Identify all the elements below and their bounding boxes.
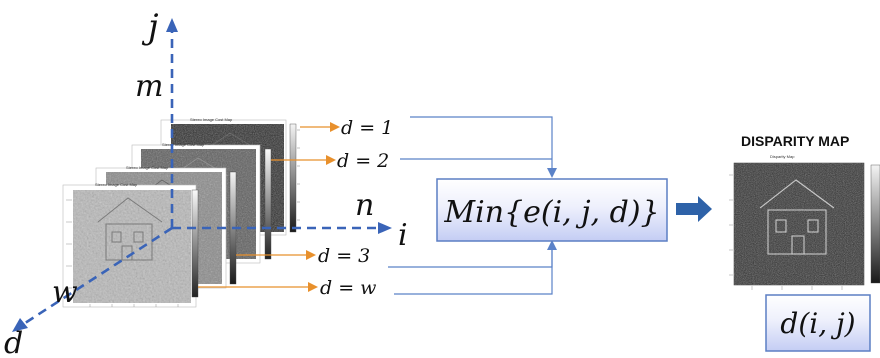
- disparity-label-w: d = w: [320, 277, 376, 299]
- disparity-label-3: d = 3: [318, 245, 370, 267]
- flow-arrow: [676, 196, 712, 222]
- disparity-arrows: [198, 122, 340, 292]
- cost-layer-dw: Stereo Image Cost Map: [62, 182, 199, 308]
- disparity-label-1: d = 1: [341, 117, 393, 139]
- disparity-map-title: DISPARITY MAP: [741, 133, 849, 149]
- cost-volume-stack: Stereo Image Cost Map Stereo Image Cost …: [62, 117, 300, 308]
- d-axis-arrowhead: [12, 318, 28, 332]
- layer-title: Stereo Image Cost Map: [190, 117, 233, 122]
- disparity-label-2: d = 2: [337, 150, 389, 172]
- axis-label-j: j: [141, 7, 159, 47]
- disparity-map: DISPARITY MAP Disparity Map: [718, 133, 880, 302]
- connector-arrowheads: [547, 168, 557, 250]
- disparity-output-box: d(i, j): [765, 294, 871, 352]
- axis-label-w: w: [52, 275, 78, 310]
- minimizer-box: Min{e(i, j, d)}: [436, 178, 668, 242]
- disparity-map-image-title: Disparity Map: [770, 154, 795, 159]
- layer-title: Stereo Image Cost Map: [95, 182, 138, 187]
- axis-label-n: n: [355, 188, 374, 223]
- axis-label-i: i: [398, 218, 408, 253]
- j-axis-arrowhead: [166, 18, 178, 32]
- coordinate-axes: [12, 18, 392, 332]
- minimizer-expression: Min{e(i, j, d)}: [443, 195, 659, 230]
- axis-label-d: d: [4, 326, 23, 358]
- layer-title: Stereo Image Cost Map: [126, 165, 169, 170]
- connector-lines: [388, 116, 553, 295]
- i-axis-arrowhead: [378, 222, 392, 234]
- axis-label-m: m: [135, 69, 163, 104]
- disparity-output-expression: d(i, j): [780, 307, 855, 340]
- layer-title: Stereo Image Cost Map: [162, 142, 205, 147]
